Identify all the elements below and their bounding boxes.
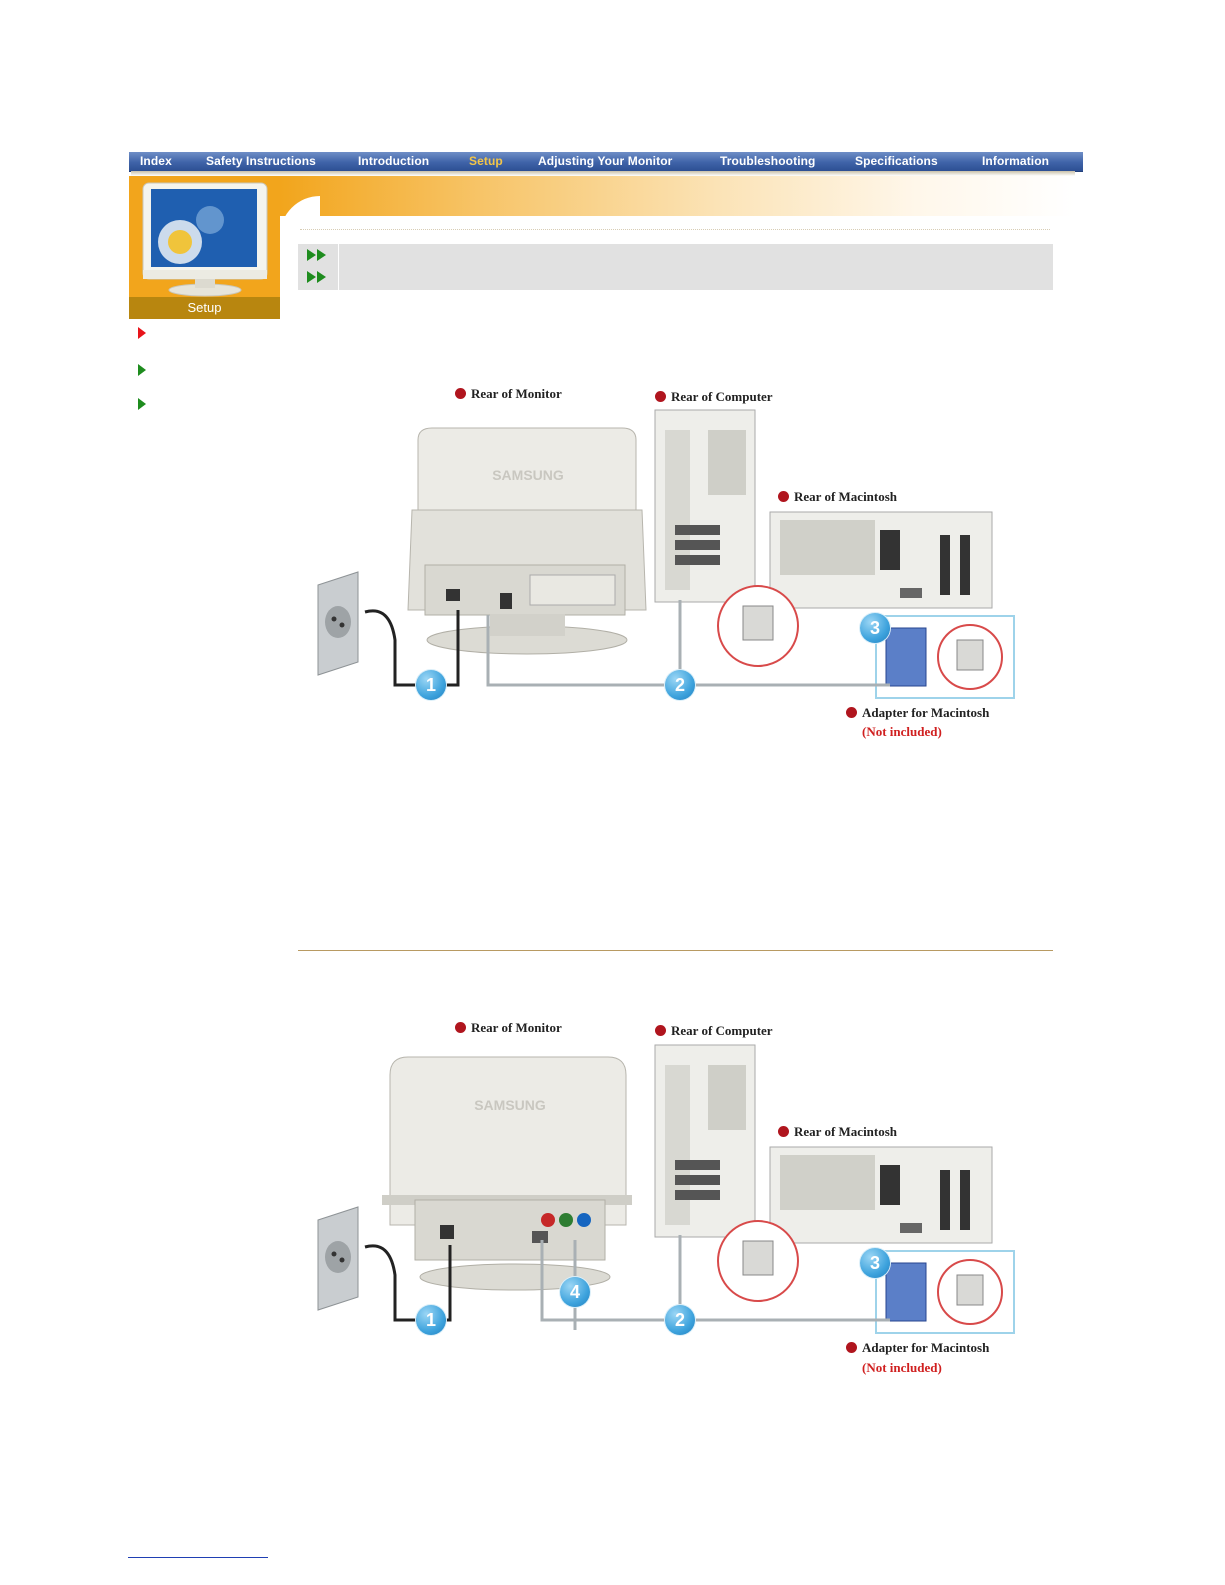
nav-setup[interactable]: Setup [469, 154, 503, 168]
wall-outlet-icon [317, 1206, 359, 1311]
footer-link-underline[interactable] [128, 1557, 268, 1558]
label-rear-of-macintosh: Rear of Macintosh [778, 489, 897, 505]
step-badge-3: 3 [860, 1248, 890, 1278]
step-badge-1: 1 [416, 1305, 446, 1335]
nav-introduction[interactable]: Introduction [358, 154, 430, 168]
monitor-rear-icon [382, 1056, 632, 1291]
bullet-dot-icon [455, 388, 466, 399]
bullet-dot-icon [778, 491, 789, 502]
step-badge-2: 2 [665, 1305, 695, 1335]
svg-text:SAMSUNG: SAMSUNG [492, 467, 564, 483]
banner-divider [280, 216, 1075, 220]
double-arrow-icon [317, 249, 326, 261]
macintosh-rear-icon [769, 511, 993, 609]
step-badge-1: 1 [416, 670, 446, 700]
step-badge-3: 3 [860, 613, 890, 643]
double-arrow-icon [307, 249, 316, 261]
section-divider [298, 950, 1053, 951]
nav-troubleshooting[interactable]: Troubleshooting [720, 154, 816, 168]
step-badge-2: 2 [665, 670, 695, 700]
adapter-icon [885, 1262, 927, 1322]
sidebar-arrow-active-icon[interactable] [138, 327, 146, 339]
sidebar-arrow-icon[interactable] [138, 364, 146, 376]
connection-diagram-1: SAMSUNG [317, 409, 1015, 699]
macintosh-rear-icon [769, 1146, 993, 1244]
bullet-dot-icon [778, 1126, 789, 1137]
double-arrow-icon [317, 271, 326, 283]
label-rear-of-macintosh: Rear of Macintosh [778, 1124, 897, 1140]
connection-diagram-2: SAMSUNG [317, 1044, 1015, 1334]
monitor-rear-icon [407, 427, 647, 655]
double-arrow-icon [307, 271, 316, 283]
banner-top-gradient [280, 176, 1075, 216]
label-rear-of-monitor: Rear of Monitor [455, 1020, 562, 1036]
svg-text:SAMSUNG: SAMSUNG [474, 1097, 546, 1113]
top-nav-bar: Index Safety Instructions Introduction S… [129, 152, 1083, 172]
nav-safety-instructions[interactable]: Safety Instructions [206, 154, 316, 168]
nav-shadow [131, 171, 1075, 176]
computer-tower-icon [654, 409, 756, 603]
label-rear-of-computer: Rear of Computer [655, 389, 773, 405]
nav-adjusting-your-monitor[interactable]: Adjusting Your Monitor [538, 154, 673, 168]
nav-information[interactable]: Information [982, 154, 1050, 168]
label-adapter-for-macintosh: Adapter for Macintosh [846, 705, 989, 721]
bullet-dot-icon [655, 1025, 666, 1036]
nav-index[interactable]: Index [140, 154, 172, 168]
label-adapter-for-macintosh: Adapter for Macintosh [846, 1340, 989, 1356]
step-badge-4: 4 [560, 1277, 590, 1307]
label-rear-of-monitor: Rear of Monitor [455, 386, 562, 402]
sidebar-arrow-icon[interactable] [138, 398, 146, 410]
bullet-dot-icon [655, 391, 666, 402]
label-not-included: (Not included) [862, 724, 942, 739]
label-rear-of-computer: Rear of Computer [655, 1023, 773, 1039]
computer-tower-icon [654, 1044, 756, 1238]
wall-outlet-icon [317, 571, 359, 676]
adapter-icon [885, 627, 927, 687]
submenu-box [298, 244, 1053, 290]
nav-specifications[interactable]: Specifications [855, 154, 938, 168]
submenu-separator [338, 244, 339, 290]
bullet-dot-icon [846, 707, 857, 718]
bullet-dot-icon [455, 1022, 466, 1033]
bullet-dot-icon [846, 1342, 857, 1353]
section-label-setup: Setup [129, 297, 280, 319]
label-not-included: (Not included) [862, 1360, 942, 1375]
monitor-thumbnail-icon [142, 182, 268, 297]
dotted-divider [300, 229, 1050, 230]
